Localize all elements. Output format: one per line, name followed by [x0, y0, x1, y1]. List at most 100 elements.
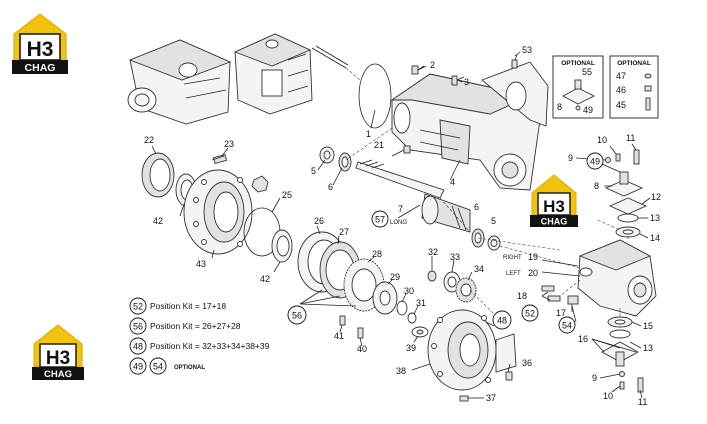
stud-bolt [311, 45, 349, 69]
kit-number: 48 [133, 342, 143, 352]
callout-34: 34 [474, 264, 484, 274]
kit-text: Position Kit = 26+27+28 [150, 321, 241, 331]
thrust-washer-39 [411, 326, 429, 338]
callout-6-right: 6 [474, 202, 479, 212]
bolts-18 [541, 285, 561, 302]
callout-53: 53 [522, 45, 532, 55]
callout-9: 9 [568, 153, 573, 163]
circled-48: 48 [497, 316, 507, 326]
logo-caption: CHAG [25, 62, 56, 74]
bearing-42-right [271, 229, 293, 263]
callout-9-lower: 9 [592, 373, 597, 383]
callout-20: 20 [528, 268, 538, 278]
gear-34 [455, 277, 477, 303]
callout-6: 6 [328, 182, 333, 192]
label-8: 8 [557, 102, 562, 112]
seal-22 [141, 152, 175, 198]
callout-31: 31 [416, 298, 426, 308]
kit-text: Position Kit = 17+18 [150, 301, 226, 311]
circled-54: 54 [562, 321, 572, 331]
circled-callouts: 49 57 56 48 52 54 [287, 152, 604, 334]
lower-kingpin-stack [601, 316, 644, 393]
axle-housing-center [233, 33, 313, 115]
bushing [319, 146, 335, 164]
logo-letters: H3 [27, 38, 54, 61]
kit-number: 56 [133, 322, 143, 332]
callout-10-lower: 10 [603, 391, 613, 401]
callout-18: 18 [517, 291, 527, 301]
callout-36: 36 [522, 358, 532, 368]
callout-1: 1 [366, 129, 371, 139]
bushing-17 [567, 295, 579, 305]
optional-box-title: OPTIONAL [617, 60, 651, 67]
callout-5: 5 [311, 166, 316, 176]
optional-number-b: 54 [153, 362, 163, 372]
circled-52: 52 [525, 309, 535, 319]
washer-31 [407, 312, 417, 324]
logo-top-left: H3 CHAG [12, 13, 68, 74]
logo-letters: H3 [46, 348, 70, 369]
callout-42-left: 42 [153, 216, 163, 226]
circled-56: 56 [292, 311, 302, 321]
optional-box-title: OPTIONAL [561, 60, 595, 67]
logo-bottom-left: H3 CHAG [32, 324, 84, 380]
callout-11: 11 [626, 133, 635, 143]
callout-3: 3 [464, 77, 469, 87]
kit-number: 52 [133, 302, 143, 312]
bolt-41 [339, 315, 346, 326]
wheel-hub-38 [427, 309, 517, 391]
nut-24 [251, 175, 269, 193]
callout-10: 10 [597, 135, 607, 145]
steering-knuckle [577, 239, 657, 317]
bolt-40 [357, 327, 364, 339]
callout-25: 25 [282, 190, 292, 200]
seal-ring [338, 152, 352, 172]
position-kits-legend: 52 Position Kit = 17+18 56 Position Kit … [129, 297, 270, 375]
callout-labels: 1 2 3 4 5 6 21 7 53 6 5 22 23 42 43 25 4… [144, 45, 661, 407]
callout-37: 37 [486, 393, 496, 403]
callout-19: 19 [528, 252, 538, 262]
bolt-3 [451, 75, 465, 86]
callout-38: 38 [396, 366, 406, 376]
callout-14: 14 [650, 233, 660, 243]
circled-49: 49 [590, 157, 600, 167]
leader-lines [151, 54, 651, 399]
planet-carrier-29 [372, 281, 398, 315]
upper-kingpin-stack [604, 149, 648, 238]
bolt-37 [459, 395, 469, 402]
callout-7: 7 [398, 204, 403, 214]
callout-26: 26 [314, 216, 324, 226]
drive-shaft [355, 159, 471, 233]
right-annotation: RIGHT [503, 255, 522, 261]
callout-8: 8 [594, 181, 599, 191]
logo-middle: H3 CHAG [530, 174, 578, 227]
callout-42-right: 42 [260, 274, 270, 284]
callout-40: 40 [357, 344, 367, 354]
logo-caption: CHAG [44, 369, 72, 380]
callout-41: 41 [334, 331, 344, 341]
label-45: 45 [616, 100, 626, 110]
callout-13-lower: 13 [643, 343, 653, 353]
label-55: 55 [582, 67, 592, 77]
main-axle-housing [390, 61, 549, 191]
circled-57: 57 [375, 215, 385, 225]
kit-text: Position Kit = 32+33+34+38+39 [150, 341, 270, 351]
long-annotation: LONG [390, 220, 407, 226]
callout-12: 12 [651, 192, 661, 202]
callout-2: 2 [430, 60, 435, 70]
callout-4: 4 [450, 177, 455, 187]
callout-43: 43 [196, 259, 206, 269]
callout-5-right: 5 [491, 216, 496, 226]
callout-23: 23 [224, 139, 234, 149]
callout-21: 21 [374, 140, 384, 150]
bolt-36 [505, 371, 513, 381]
bolt-2 [411, 65, 427, 75]
callout-22: 22 [144, 135, 154, 145]
optional-legend-text: OPTIONAL [174, 365, 205, 371]
wheel-bolt-23 [211, 153, 228, 165]
axle-housing-left [127, 39, 232, 125]
left-annotation: LEFT [506, 271, 521, 277]
label-49: 49 [583, 105, 593, 115]
hub-43 [183, 169, 253, 255]
